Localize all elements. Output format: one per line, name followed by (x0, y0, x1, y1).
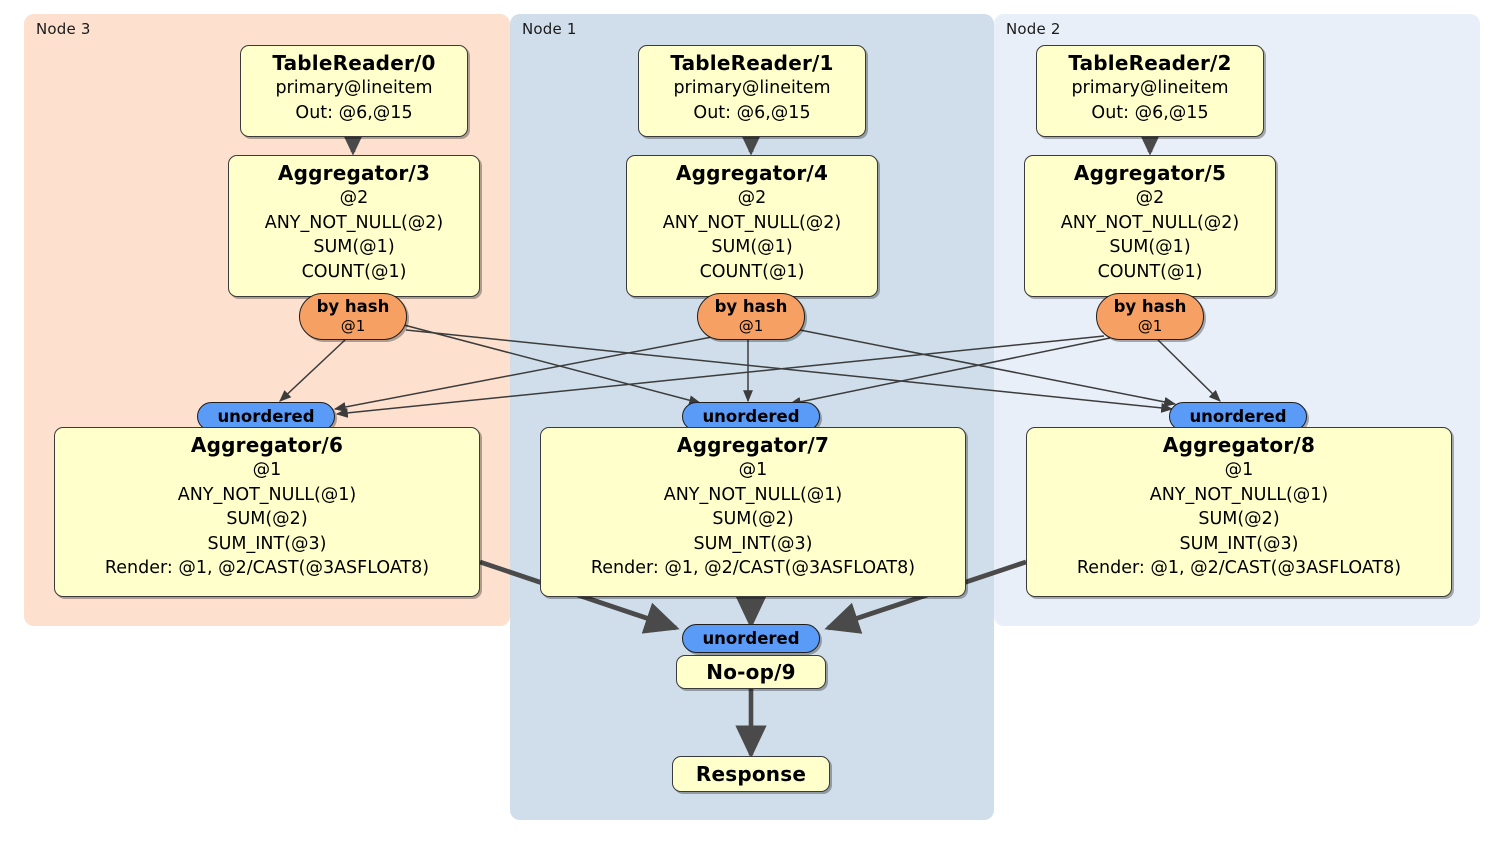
processor-detail: SUM_INT(@3) (207, 533, 327, 554)
processor-detail: Out: @6,@15 (295, 102, 413, 123)
processor-detail: @2 (339, 188, 369, 208)
processor-detail: ANY_NOT_NULL(@1) (177, 484, 357, 505)
processor-detail: COUNT(@1) (699, 261, 805, 282)
synchronizer-unordered-7[interactable]: unordered (682, 402, 820, 431)
processor-render-detail: Render: @1, @2/CAST(@3ASFLOAT8) (1076, 558, 1402, 578)
processor-title: TableReader/2 (1068, 51, 1232, 75)
processor-render-detail: Render: @1, @2/CAST(@3ASFLOAT8) (104, 558, 430, 578)
output-router-by-hash-4[interactable]: by hash @1 (697, 293, 805, 340)
router-detail: @1 (738, 317, 764, 335)
processor-detail: ANY_NOT_NULL(@1) (663, 484, 843, 505)
processor-title: TableReader/0 (272, 51, 436, 75)
processor-detail: primary@lineitem (1071, 78, 1229, 98)
processor-title: Response (695, 762, 807, 786)
processor-response[interactable]: Response (672, 756, 830, 792)
processor-detail: SUM(@1) (711, 237, 793, 257)
processor-title: Aggregator/7 (676, 433, 830, 457)
processor-detail: SUM(@1) (313, 237, 395, 257)
processor-detail: SUM(@1) (1109, 237, 1191, 257)
processor-detail: ANY_NOT_NULL(@2) (1060, 212, 1240, 233)
processor-detail: @1 (738, 460, 768, 480)
node-panel-label-node3: Node 3 (36, 20, 91, 38)
processor-detail: ANY_NOT_NULL(@1) (1149, 484, 1329, 505)
processor-detail: SUM(@2) (226, 509, 308, 529)
processor-detail: ANY_NOT_NULL(@2) (264, 212, 444, 233)
synchronizer-label: unordered (702, 407, 800, 426)
synchronizer-label: unordered (217, 407, 315, 426)
router-title: by hash (316, 297, 390, 316)
synchronizer-label: unordered (702, 629, 800, 648)
router-title: by hash (1113, 297, 1187, 316)
processor-detail: @1 (252, 460, 282, 480)
processor-detail: primary@lineitem (673, 78, 831, 98)
output-router-by-hash-5[interactable]: by hash @1 (1096, 293, 1204, 340)
processor-detail: SUM_INT(@3) (1179, 533, 1299, 554)
processor-render-detail: Render: @1, @2/CAST(@3ASFLOAT8) (590, 558, 916, 578)
router-detail: @1 (1137, 317, 1163, 335)
processor-detail: SUM(@2) (712, 509, 794, 529)
processor-detail: @1 (1224, 460, 1254, 480)
synchronizer-unordered-9[interactable]: unordered (682, 624, 820, 653)
processor-table-reader-1[interactable]: TableReader/1 primary@lineitem Out: @6,@… (638, 45, 866, 137)
processor-title: TableReader/1 (670, 51, 834, 75)
processor-aggregator-8[interactable]: Aggregator/8 @1 ANY_NOT_NULL(@1) SUM(@2)… (1026, 427, 1452, 597)
processor-aggregator-3[interactable]: Aggregator/3 @2 ANY_NOT_NULL(@2) SUM(@1)… (228, 155, 480, 297)
processor-title: Aggregator/8 (1162, 433, 1316, 457)
processor-noop-9[interactable]: No-op/9 (676, 655, 826, 689)
processor-detail: @2 (1135, 188, 1165, 208)
processor-detail: SUM(@2) (1198, 509, 1280, 529)
processor-title: Aggregator/5 (1073, 161, 1227, 185)
output-router-by-hash-3[interactable]: by hash @1 (299, 293, 407, 340)
processor-table-reader-0[interactable]: TableReader/0 primary@lineitem Out: @6,@… (240, 45, 468, 137)
processor-detail: ANY_NOT_NULL(@2) (662, 212, 842, 233)
processor-detail: COUNT(@1) (301, 261, 407, 282)
processor-title: Aggregator/6 (190, 433, 344, 457)
processor-detail: primary@lineitem (275, 78, 433, 98)
processor-title: Aggregator/4 (675, 161, 829, 185)
node-panel-label-node1: Node 1 (522, 20, 577, 38)
processor-detail: Out: @6,@15 (693, 102, 811, 123)
processor-detail: Out: @6,@15 (1091, 102, 1209, 123)
synchronizer-label: unordered (1189, 407, 1287, 426)
router-detail: @1 (340, 317, 366, 335)
processor-aggregator-5[interactable]: Aggregator/5 @2 ANY_NOT_NULL(@2) SUM(@1)… (1024, 155, 1276, 297)
processor-aggregator-6[interactable]: Aggregator/6 @1 ANY_NOT_NULL(@1) SUM(@2)… (54, 427, 480, 597)
processor-aggregator-7[interactable]: Aggregator/7 @1 ANY_NOT_NULL(@1) SUM(@2)… (540, 427, 966, 597)
node-panel-label-node2: Node 2 (1006, 20, 1061, 38)
processor-title: Aggregator/3 (277, 161, 431, 185)
processor-table-reader-2[interactable]: TableReader/2 primary@lineitem Out: @6,@… (1036, 45, 1264, 137)
processor-aggregator-4[interactable]: Aggregator/4 @2 ANY_NOT_NULL(@2) SUM(@1)… (626, 155, 878, 297)
processor-detail: COUNT(@1) (1097, 261, 1203, 282)
processor-detail: @2 (737, 188, 767, 208)
processor-detail: SUM_INT(@3) (693, 533, 813, 554)
router-title: by hash (714, 297, 788, 316)
processor-title: No-op/9 (706, 660, 796, 684)
synchronizer-unordered-6[interactable]: unordered (197, 402, 335, 431)
